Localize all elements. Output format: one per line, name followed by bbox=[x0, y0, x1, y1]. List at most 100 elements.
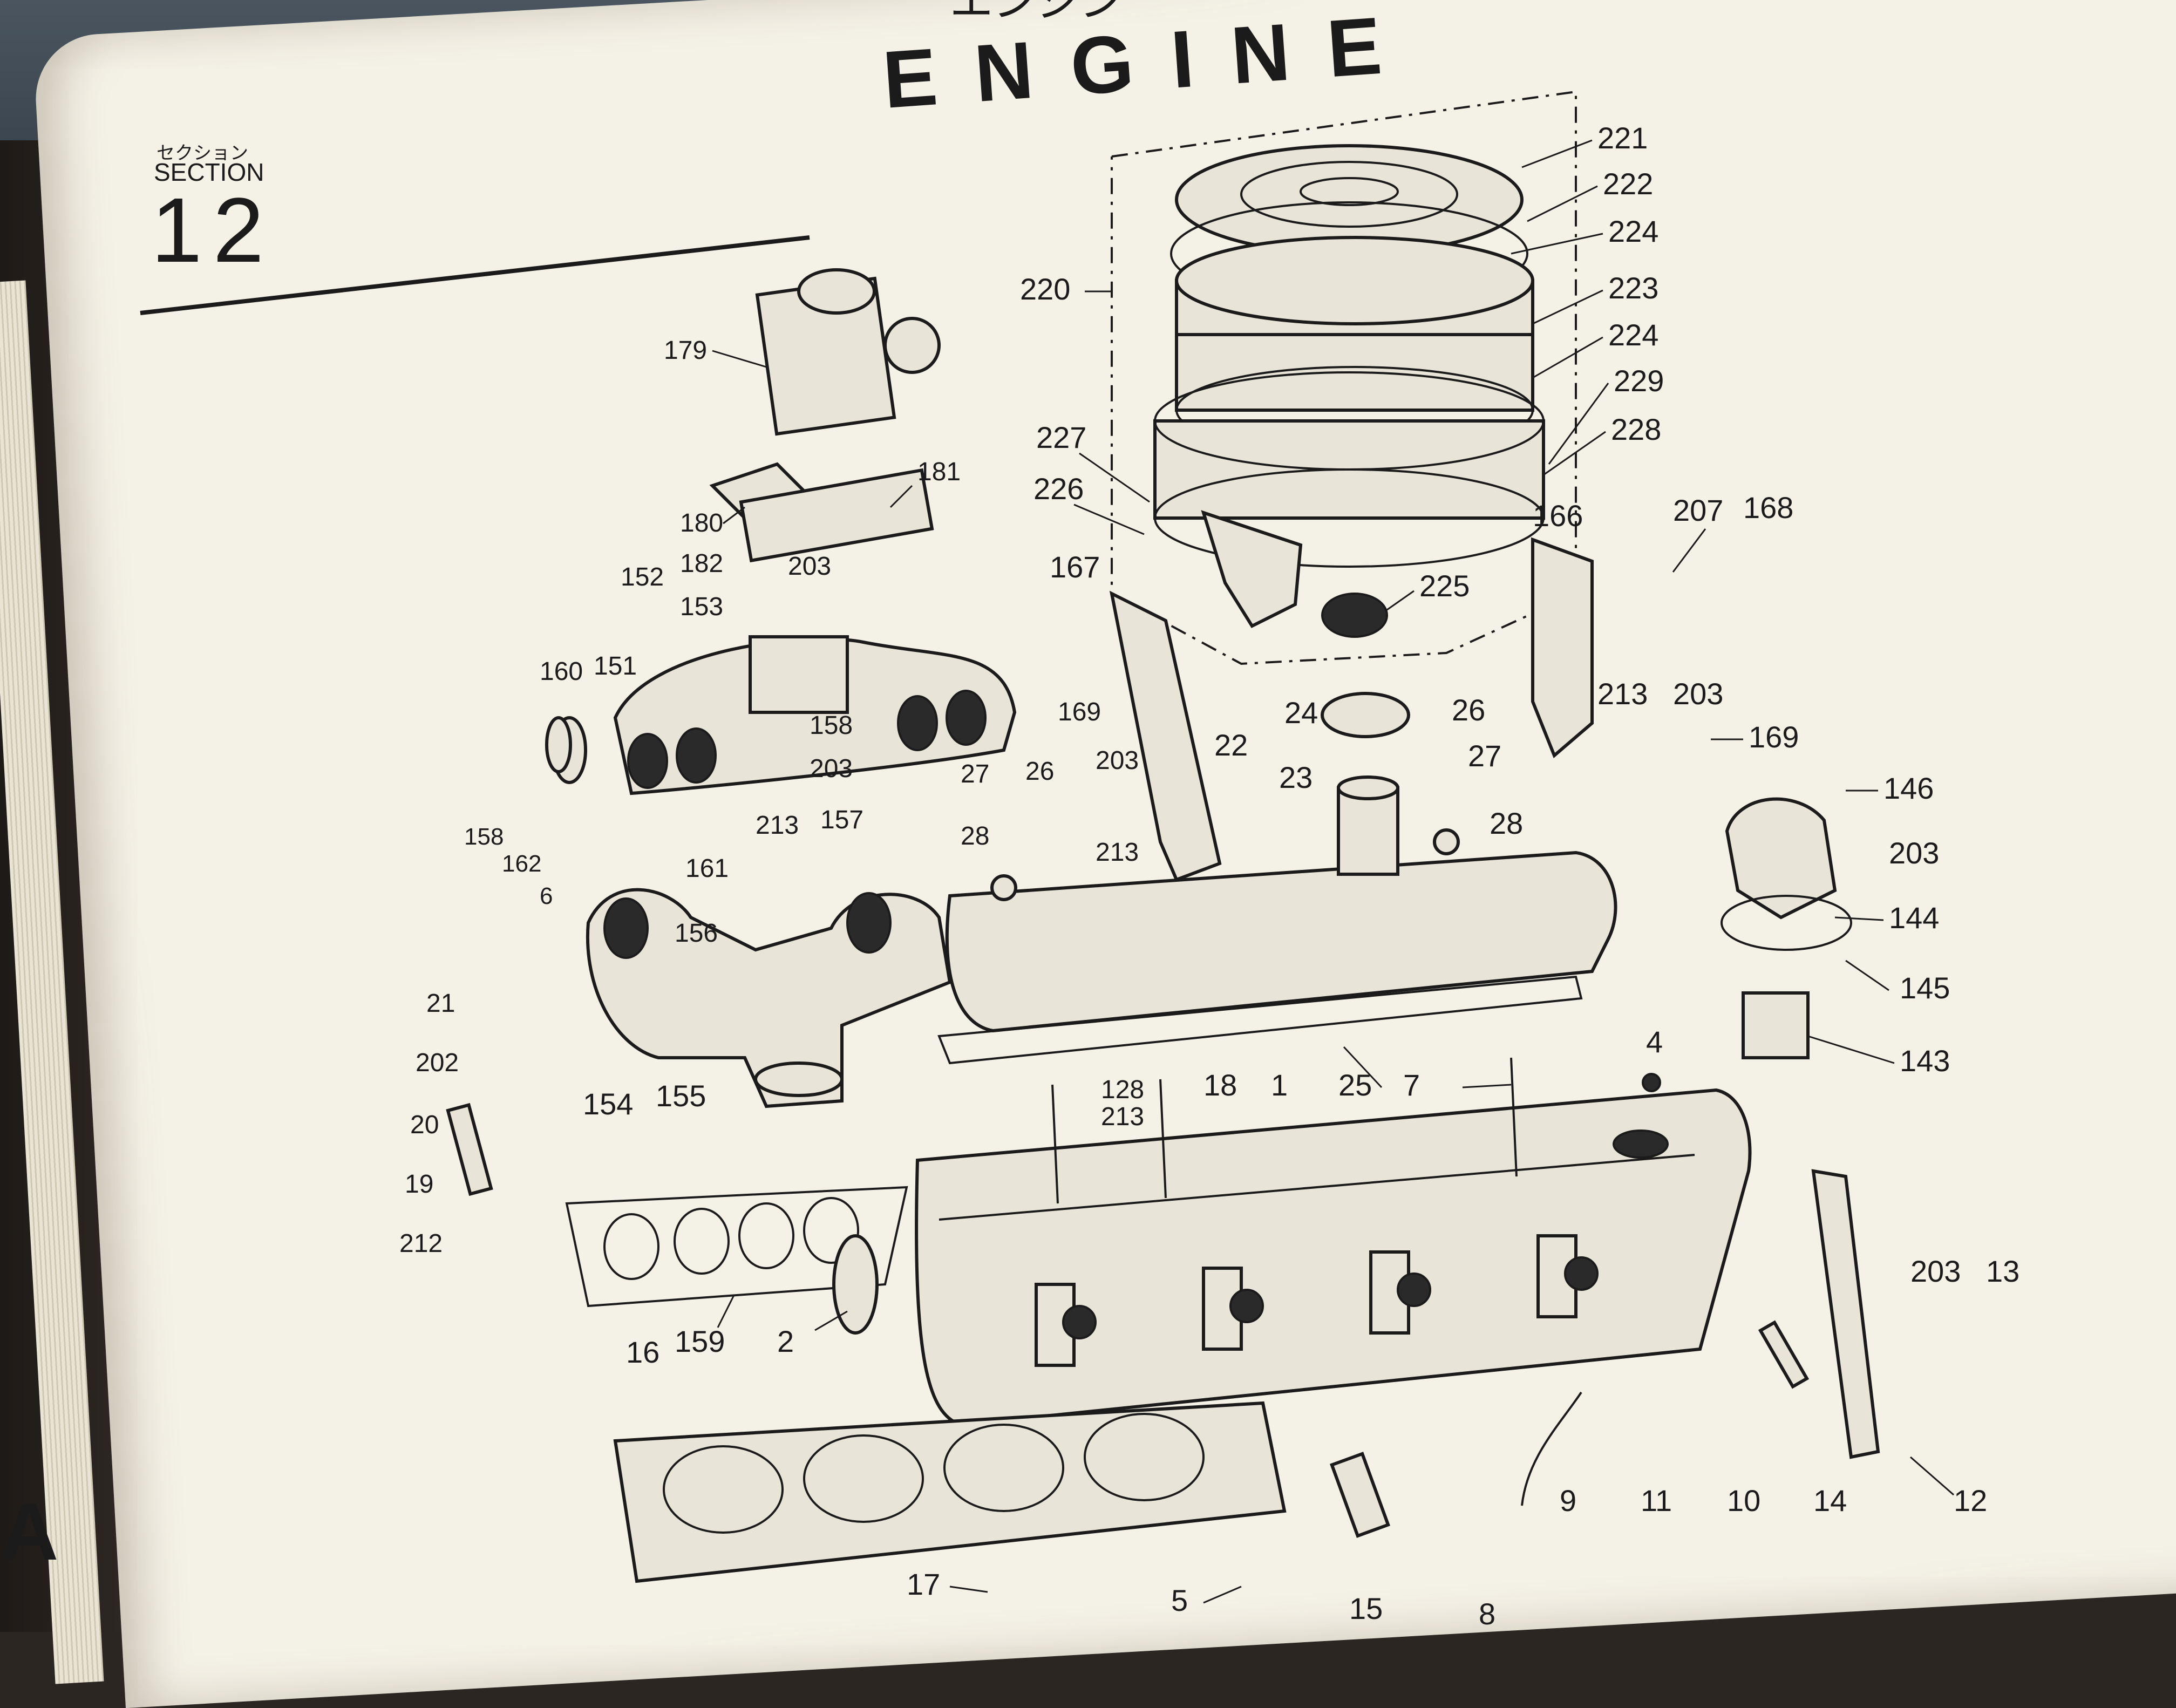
callout: 156 bbox=[675, 919, 718, 948]
callout: 14 bbox=[1813, 1484, 1847, 1518]
callout: 1 bbox=[1271, 1068, 1288, 1102]
callout: 28 bbox=[1490, 806, 1523, 840]
rocker-cover bbox=[937, 692, 1617, 1065]
carburetor-group bbox=[709, 268, 941, 563]
callout: 18 bbox=[1203, 1068, 1237, 1102]
callout: 203 bbox=[1910, 1254, 1961, 1288]
callout: 169 bbox=[1058, 698, 1101, 726]
callout: 143 bbox=[1900, 1044, 1950, 1078]
callout: 220 bbox=[1020, 272, 1070, 306]
callout: 213 bbox=[1101, 1103, 1144, 1131]
callout: 181 bbox=[917, 458, 961, 486]
callout: 17 bbox=[907, 1567, 940, 1601]
corner-letter: A bbox=[0, 1486, 58, 1577]
head-gasket bbox=[613, 1401, 1287, 1583]
carburetor-gasket bbox=[739, 468, 934, 563]
callout: 16 bbox=[626, 1335, 659, 1369]
callout: 229 bbox=[1614, 364, 1664, 398]
bracket-167 bbox=[1109, 590, 1222, 882]
callout: 2 bbox=[777, 1324, 794, 1358]
callout: 203 bbox=[810, 754, 853, 783]
temp-sender bbox=[1758, 1320, 1810, 1389]
callout: 213 bbox=[1597, 677, 1648, 711]
callout: 13 bbox=[1986, 1254, 2019, 1288]
rocker-cover-gasket bbox=[937, 975, 1583, 1065]
callout: 222 bbox=[1603, 167, 1653, 201]
callout: 207 bbox=[1673, 493, 1723, 527]
header-rule bbox=[140, 235, 810, 315]
leader-lines bbox=[712, 139, 1954, 1604]
lifting-bracket bbox=[1811, 1169, 1880, 1459]
callout: 162 bbox=[502, 850, 541, 877]
callout: 144 bbox=[1889, 901, 1939, 935]
callout: 15 bbox=[1349, 1591, 1383, 1625]
callout: 22 bbox=[1214, 728, 1248, 762]
pipe-9 bbox=[1521, 1391, 1582, 1506]
bracket-166 bbox=[1531, 537, 1594, 759]
callout: 146 bbox=[1883, 771, 1934, 805]
callout: 128 bbox=[1101, 1076, 1144, 1104]
callout: 20 bbox=[410, 1111, 439, 1139]
callout: 169 bbox=[1749, 720, 1799, 754]
callout: 168 bbox=[1743, 491, 1793, 525]
callout: 19 bbox=[405, 1170, 433, 1199]
callout: 167 bbox=[1050, 550, 1100, 584]
callout: 11 bbox=[1641, 1484, 1672, 1518]
callout: 226 bbox=[1033, 472, 1084, 506]
callout: 203 bbox=[1096, 746, 1139, 775]
callout: 153 bbox=[680, 593, 723, 621]
callout: 26 bbox=[1452, 693, 1485, 727]
air-cleaner-assembly bbox=[1111, 90, 1577, 665]
callout: 182 bbox=[680, 549, 723, 578]
callout: 161 bbox=[685, 854, 729, 883]
callout: 223 bbox=[1608, 271, 1658, 305]
exploded-parts-diagram: エンジン ENGINE セクション SECTION 12 A bbox=[0, 0, 2019, 1631]
air-intake-snorkel bbox=[1201, 510, 1303, 628]
oil-filler-neck bbox=[1337, 786, 1399, 876]
callout: 179 bbox=[664, 336, 707, 365]
callout: 202 bbox=[416, 1049, 459, 1077]
exhaust-manifold bbox=[586, 888, 952, 1108]
callout-labels: 221 222 224 223 224 229 228 220 227 226 … bbox=[399, 121, 2019, 1631]
callout: 152 bbox=[621, 563, 664, 591]
callout: 224 bbox=[1608, 318, 1658, 352]
callout: 155 bbox=[656, 1079, 706, 1113]
cylinder-head bbox=[915, 1057, 1752, 1427]
callout: 158 bbox=[810, 711, 853, 740]
intake-hose-seal bbox=[1321, 593, 1388, 638]
callout: 228 bbox=[1611, 412, 1661, 446]
manifold-gasket bbox=[565, 1186, 908, 1335]
callout: 203 bbox=[1673, 677, 1723, 711]
callout: 203 bbox=[788, 552, 831, 581]
callout: 224 bbox=[1608, 214, 1658, 248]
kana-title: エンジン bbox=[950, 0, 1123, 25]
outlet-gasket bbox=[1721, 895, 1852, 951]
callout: 180 bbox=[680, 509, 723, 537]
callout: 21 bbox=[426, 989, 455, 1018]
callout: 227 bbox=[1036, 420, 1086, 454]
callout: 157 bbox=[820, 806, 863, 834]
callout: 212 bbox=[399, 1229, 443, 1258]
water-outlet bbox=[1725, 797, 1837, 920]
callout: 213 bbox=[1096, 838, 1139, 867]
spark-plug bbox=[1330, 1452, 1390, 1538]
callout: 28 bbox=[961, 822, 989, 850]
small-parts bbox=[446, 537, 1880, 1538]
callout: 10 bbox=[1727, 1484, 1760, 1518]
oil-filler-cap bbox=[1321, 692, 1410, 738]
callout: 154 bbox=[583, 1087, 633, 1121]
callout: 158 bbox=[464, 824, 504, 850]
callout: 221 bbox=[1597, 121, 1648, 155]
callout: 24 bbox=[1284, 696, 1318, 730]
callout: 213 bbox=[756, 811, 799, 840]
callout: 25 bbox=[1338, 1068, 1372, 1102]
callout: 9 bbox=[1560, 1484, 1576, 1518]
intake-manifold bbox=[552, 635, 1017, 795]
section-kana: セクション bbox=[157, 143, 248, 164]
callout: 23 bbox=[1279, 760, 1313, 794]
callout: 159 bbox=[675, 1324, 725, 1358]
callout: 145 bbox=[1900, 971, 1950, 1005]
callout: 27 bbox=[961, 760, 989, 788]
callout: 160 bbox=[540, 657, 583, 686]
callout: 151 bbox=[594, 652, 637, 681]
